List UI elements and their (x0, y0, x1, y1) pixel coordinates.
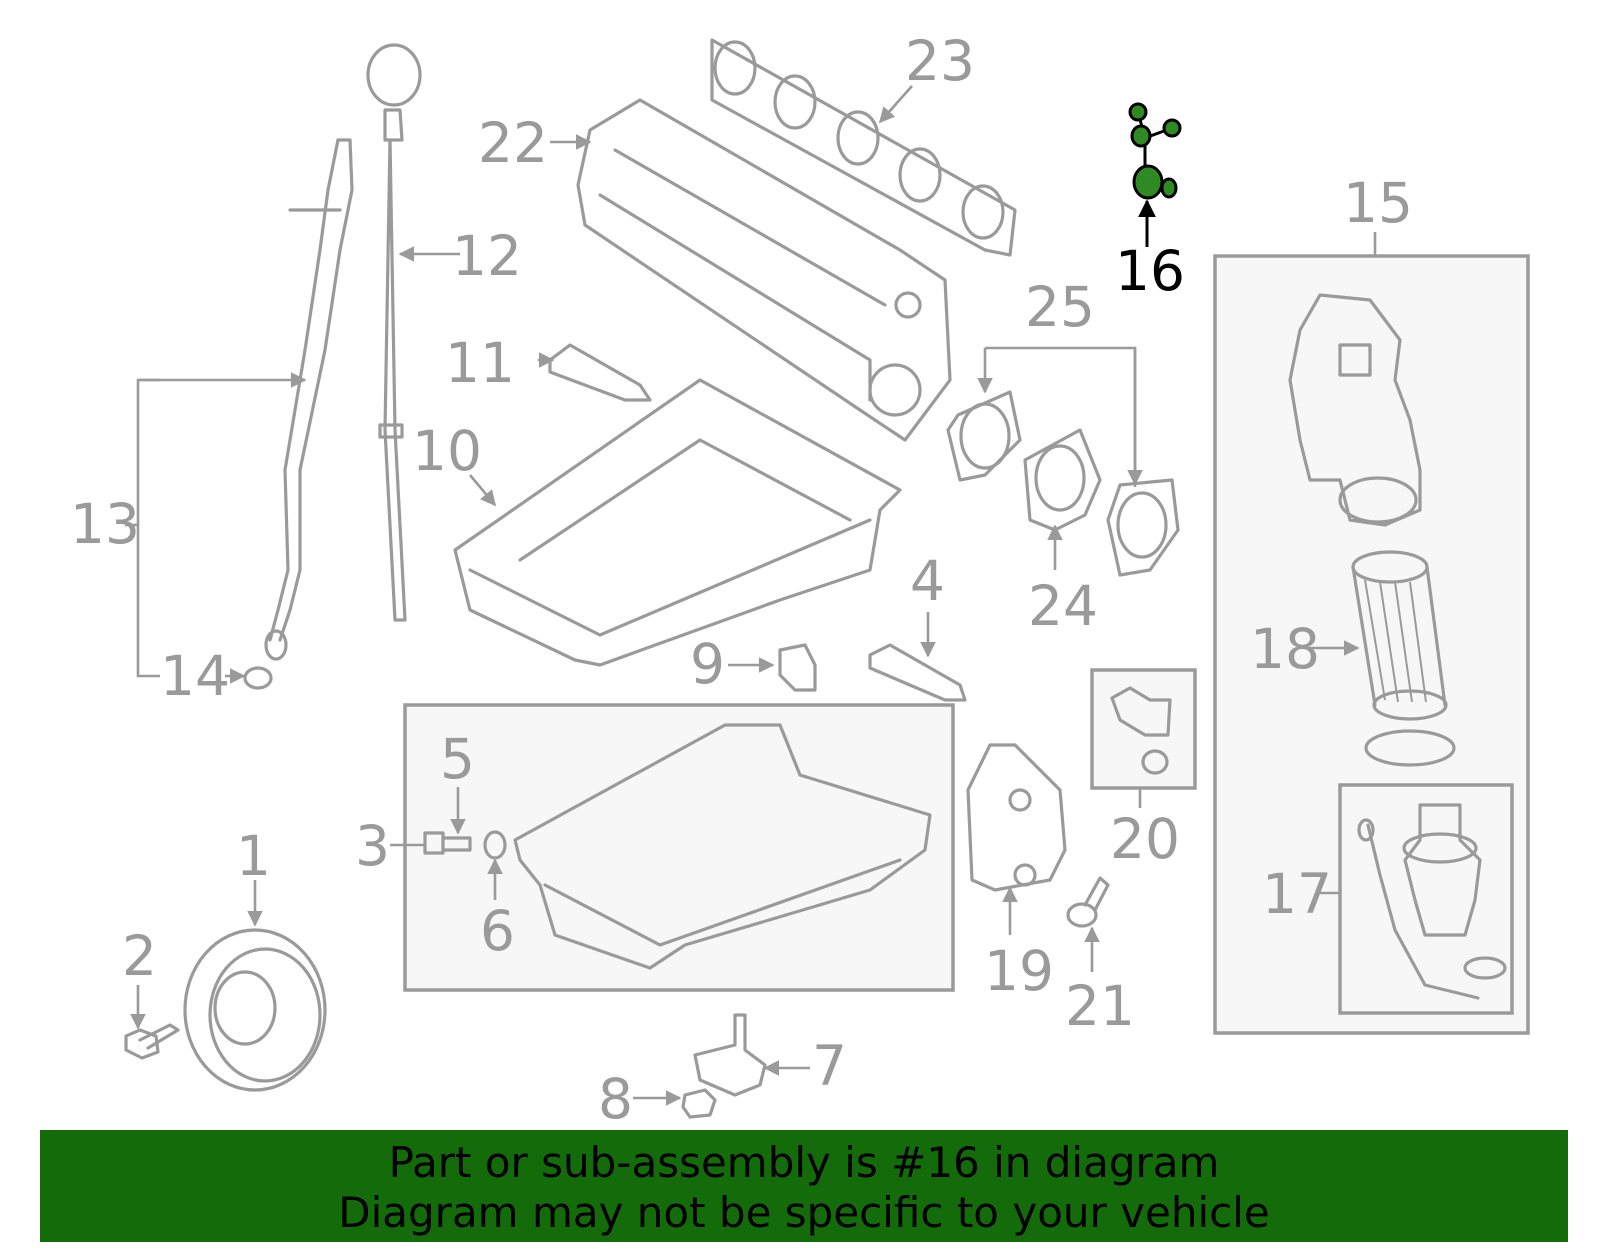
callout-3: 3 (355, 814, 390, 878)
callout-24: 24 (1028, 574, 1098, 638)
part-9-sensor (778, 643, 817, 692)
callout-18: 18 (1250, 617, 1320, 681)
banner-line-1: Part or sub-assembly is #16 in diagram (388, 1138, 1220, 1187)
part-6-washer (483, 830, 507, 860)
callout-20: 20 (1110, 807, 1180, 871)
callout-7: 7 (812, 1034, 847, 1098)
part-17-cap (1357, 803, 1507, 1000)
callout-21: 21 (1065, 974, 1135, 1038)
callout-22: 22 (478, 111, 548, 175)
part-22-valve-cover (576, 98, 952, 442)
part-25-gaskets (946, 390, 1180, 577)
info-banner: Part or sub-assembly is #16 in diagram D… (40, 1130, 1568, 1242)
part-15-filter-housing (1288, 293, 1422, 527)
callout-16: 16 (1115, 239, 1185, 303)
callout-14: 14 (160, 644, 230, 708)
part-7-level-sensor (693, 1013, 767, 1097)
callout-9: 9 (690, 632, 725, 696)
callout-13: 13 (70, 492, 140, 556)
part-14-ring (243, 666, 273, 690)
part-11-strip (548, 343, 652, 402)
callout-17: 17 (1262, 862, 1332, 926)
part-24-flange (1023, 428, 1102, 532)
part-21-bolt (1066, 876, 1110, 928)
part-3-oil-pan-lower (513, 723, 932, 970)
kit-17-box (1338, 783, 1514, 1015)
part-19-oil-cooler (966, 743, 1067, 892)
callout-15: 15 (1343, 171, 1413, 235)
callout-11: 11 (445, 331, 515, 395)
part-13-dipstick-tube (264, 138, 354, 661)
oil-pan-group-box (403, 703, 955, 992)
callout-4: 4 (910, 549, 945, 613)
part-23-gasket (710, 38, 1017, 257)
callout-8: 8 (598, 1067, 633, 1131)
part-8-plug (681, 1088, 717, 1119)
part-2-bolt (124, 1023, 180, 1060)
callout-12: 12 (452, 224, 522, 288)
callout-25: 25 (1025, 275, 1095, 339)
part-1-pulley (183, 928, 327, 1092)
part-10-oil-pan-upper (453, 378, 902, 667)
part-20-seal-kit (1110, 686, 1172, 775)
callout-1: 1 (236, 824, 271, 888)
part-5-drain-plug (423, 831, 472, 855)
callout-19: 19 (984, 939, 1054, 1003)
part-18-filter-element (1351, 550, 1456, 767)
callout-5: 5 (440, 727, 475, 791)
part-12-dipstick (366, 43, 422, 622)
callout-10: 10 (412, 419, 482, 483)
callout-2: 2 (122, 924, 157, 988)
part-16-highlighted (1128, 102, 1182, 200)
banner-line-2: Diagram may not be specific to your vehi… (338, 1188, 1270, 1237)
kit-20-box (1090, 668, 1197, 790)
part-4-strip (868, 643, 967, 702)
callout-6: 6 (480, 899, 515, 963)
callout-23: 23 (905, 29, 975, 93)
